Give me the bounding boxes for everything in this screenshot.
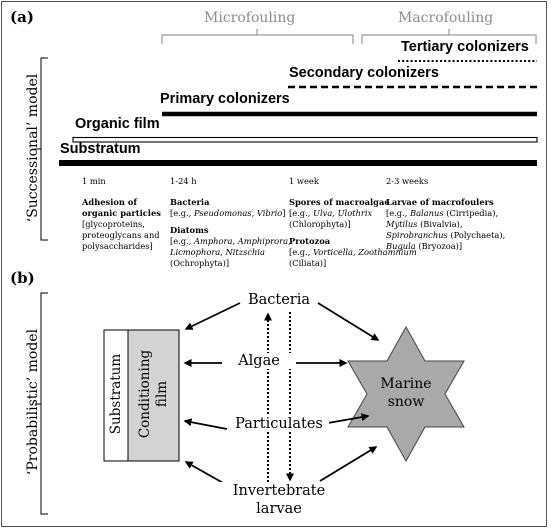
c3-l2: (Chlorophyta)] [289, 219, 351, 229]
c4-l3-post: (Polychaeta), [447, 230, 506, 240]
c4-l4-italic: Bugula [386, 241, 416, 251]
time-1-24h: 1-24 h [170, 176, 197, 186]
c4-l2-post: (Bivalvia), [417, 219, 463, 229]
node-particulates: Particulates [229, 416, 329, 432]
microfouling-bracket [161, 29, 354, 44]
microfouling-label: Microfouling [204, 10, 296, 26]
organic-film-line [72, 136, 538, 143]
successional-bracket [35, 57, 48, 241]
c2-l2-pre: [e.g., [170, 236, 195, 246]
panel-b-label: (b) [10, 269, 35, 287]
time-1week: 1 week [289, 176, 319, 186]
marine-snow-star [347, 325, 465, 463]
c3-l3-italic: Vorticella, Zoothamnium [313, 247, 417, 257]
conditioning-film-label: Conditioning film [137, 338, 171, 450]
c1-line-2: proteoglycans and [82, 230, 160, 240]
tertiary-colonizers-label: Tertiary colonizers [401, 39, 529, 55]
marine-snow-label-2: snow [387, 394, 425, 410]
c1-title-1: Adhesion of [82, 197, 137, 207]
column-1-24h: Bacteria [e.g., Pseudomonas, Vibrio] Dia… [170, 197, 291, 269]
c2-title-2: Diatoms [170, 225, 209, 235]
c4-l4-post: (Bryozoa)] [415, 241, 463, 251]
panel-a-label: (a) [10, 8, 34, 26]
conditioning-label-2: film [154, 380, 170, 408]
c2-l1-post: ] [282, 208, 286, 218]
c4-title-1: Larvae of macrofoulers [386, 197, 494, 207]
c2-l3-italic: Licmophora, Nitzschia [170, 247, 265, 257]
substratum-label-a: Substratum [60, 141, 141, 157]
arrow-particulates-snow [327, 413, 370, 424]
marine-snow-label: Marine snow [366, 375, 446, 411]
c2-title-1: Bacteria [170, 197, 210, 207]
c4-l1-pre: [e.g., [386, 208, 411, 218]
node-algae: Algae [222, 353, 296, 369]
substratum-label-b: Substratum [108, 353, 124, 435]
c4-l1-italic: Balanus [410, 208, 444, 218]
column-1-week: Spores of macroalgae [e.g., Ulva, Ulothr… [289, 197, 417, 269]
c1-title-2: organic particles [82, 208, 161, 218]
substratum-block [103, 329, 129, 462]
c2-l2-italic: Amphora, Amphiprora, [194, 236, 291, 246]
arrow-bacteria-film [184, 302, 241, 330]
arrow-invert-snow [319, 446, 378, 482]
column-2-3-weeks: Larvae of macrofoulers [e.g., Balanus (C… [386, 197, 505, 252]
successional-model-label: ‘Successional’ model [25, 73, 41, 223]
probabilistic-model-label: ‘Probabilistic’ model [25, 328, 41, 476]
c4-l1-post: (Cirripedia), [443, 208, 499, 218]
column-1-min: Adhesion of organic particles [glycoprot… [82, 197, 161, 252]
macrofouling-bracket [361, 29, 537, 44]
c3-title-2: Protozoa [289, 236, 331, 246]
conditioning-film-block [127, 329, 180, 462]
organic-film-label: Organic film [75, 116, 160, 132]
secondary-colonizers-label: Secondary colonizers [289, 65, 439, 81]
probabilistic-bracket [35, 292, 48, 515]
invert-label-2: larvae [256, 501, 302, 517]
c1-line-3: polysaccharides] [82, 241, 153, 251]
node-invertebrate-larvae: Invertebrate larvae [219, 482, 339, 518]
invert-label-1: Invertebrate [232, 483, 326, 499]
c1-line-1: [glycoproteins, [82, 219, 145, 229]
arrow-particulates-film [183, 418, 228, 430]
c3-l1-italic: Ulva, Ulothrix [313, 208, 373, 218]
c3-title-1: Spores of macroalgae [289, 197, 390, 207]
marine-snow-label-1: Marine [380, 376, 432, 392]
primary-colonizers-label: Primary colonizers [160, 91, 290, 107]
c3-l4: (Ciliata)] [289, 258, 327, 268]
c3-l3-pre: [e.g., [289, 247, 314, 257]
arrow-bacteria-snow [317, 302, 380, 341]
macrofouling-label: Macrofouling [398, 10, 494, 26]
c2-l1-pre: [e.g., [170, 208, 195, 218]
c4-l2-italic: Mytilus [386, 219, 418, 229]
node-bacteria: Bacteria [247, 292, 311, 308]
c4-l3-italic: Spirobranchus [386, 230, 448, 240]
time-2-3weeks: 2-3 weeks [386, 176, 429, 186]
time-1min: 1 min [82, 176, 106, 186]
conditioning-label-1: Conditioning [137, 349, 153, 439]
c2-l1-italic: Pseudomonas, Vibrio [194, 208, 283, 218]
c3-l1-pre: [e.g., [289, 208, 314, 218]
c2-l4: (Ochrophyta)] [170, 258, 230, 268]
